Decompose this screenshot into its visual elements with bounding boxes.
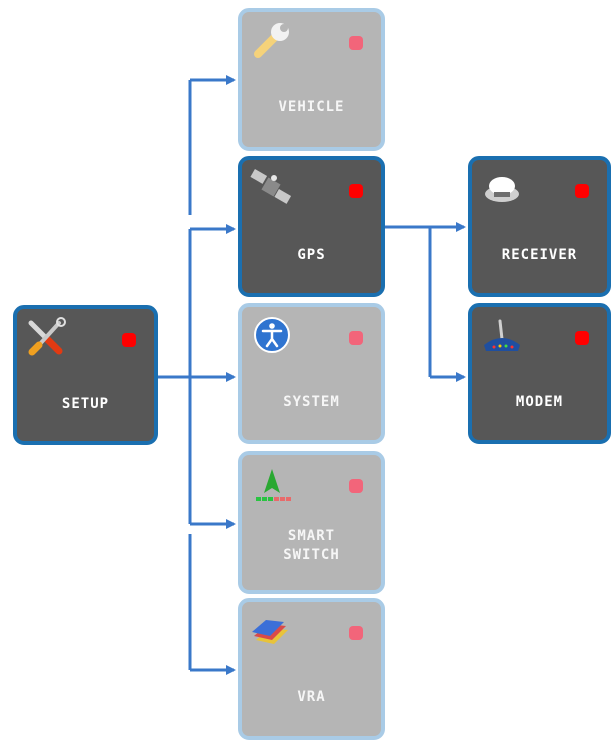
tile-label: SETUP <box>61 396 110 412</box>
tile-label: GPS <box>297 247 326 263</box>
receiver-icon <box>485 177 519 202</box>
wrench-icon <box>254 23 289 58</box>
gps-tile[interactable]: GPS <box>238 156 385 297</box>
vehicle-tile[interactable]: VEHICLE <box>238 8 385 151</box>
tile-label: VRA <box>297 689 326 705</box>
layers-icon <box>252 620 288 644</box>
status-led <box>349 331 363 345</box>
accessibility-icon <box>254 317 290 353</box>
modem-tile[interactable]: MODEM <box>468 303 611 444</box>
satellite-icon <box>250 169 292 204</box>
tile-label: SYSTEM <box>283 394 340 410</box>
setup-tools-icon <box>28 317 66 356</box>
tile-label: MODEM <box>515 394 564 410</box>
system-tile[interactable]: SYSTEM <box>238 303 385 444</box>
vra-tile[interactable]: VRA <box>238 598 385 740</box>
status-led <box>349 626 363 640</box>
status-led <box>349 479 363 493</box>
smart-switch-tile[interactable]: SMART SWITCH <box>238 451 385 594</box>
status-led <box>575 184 589 198</box>
status-led <box>122 333 136 347</box>
tile-label: RECEIVER <box>501 247 578 263</box>
status-led <box>349 184 363 198</box>
tile-label: SMART SWITCH <box>283 528 340 563</box>
status-led <box>575 331 589 345</box>
tile-label: VEHICLE <box>278 99 345 115</box>
smart-switch-icon <box>256 469 291 501</box>
status-led <box>349 36 363 50</box>
modem-icon <box>484 319 520 351</box>
setup-tile[interactable]: SETUP <box>13 305 158 445</box>
receiver-tile[interactable]: RECEIVER <box>468 156 611 297</box>
